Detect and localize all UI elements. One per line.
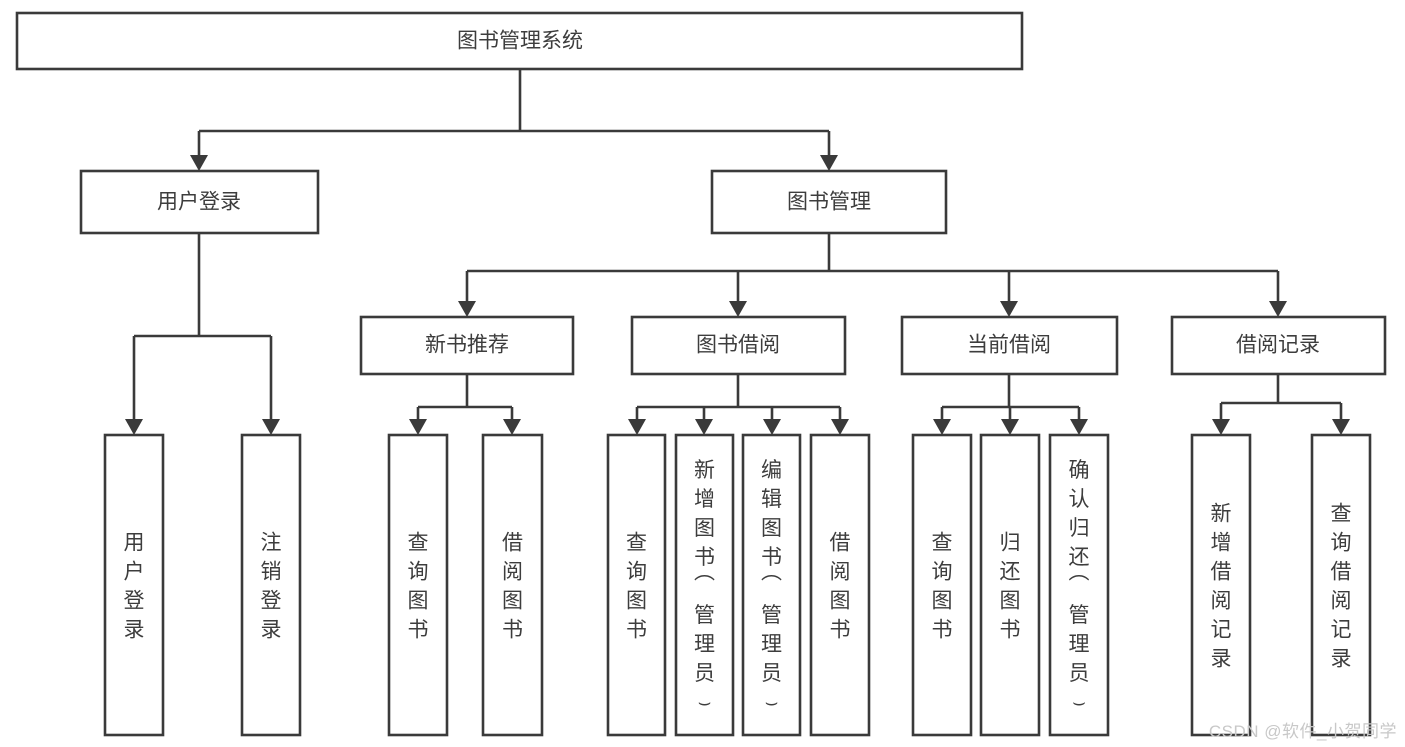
- node-book-borrow-label: 图书借阅: [696, 334, 780, 357]
- node-leaf-add-book[interactable]: 新增图书⌒管理员⌣: [674, 433, 735, 737]
- node-new-book-rec[interactable]: 新书推荐: [359, 315, 575, 376]
- node-leaf-query-record-box[interactable]: [1310, 433, 1372, 737]
- node-new-book-rec-box[interactable]: [359, 315, 575, 376]
- node-current-borrow-label: 当前借阅: [967, 334, 1051, 357]
- connector-group-borrow-record-children: [1212, 374, 1350, 435]
- node-leaf-query-book-cb-label: 查询图书: [932, 532, 953, 642]
- node-leaf-add-record-label: 新增借阅记录: [1211, 503, 1232, 671]
- node-root-label: 图书管理系统: [457, 30, 583, 53]
- node-leaf-query-book-cb[interactable]: 查询图书: [911, 433, 973, 737]
- csdn-watermark: CSDN @软件_小贺同学: [1208, 722, 1397, 741]
- node-user-login[interactable]: 用户登录: [79, 169, 320, 235]
- arrow-leaf-return-book: [1001, 419, 1019, 435]
- node-current-borrow-box[interactable]: [900, 315, 1119, 376]
- node-leaf-return-book-label: 归还图书: [1000, 532, 1021, 642]
- node-leaf-borrow-book-rec[interactable]: 借阅图书: [481, 433, 544, 737]
- arrow-to-book-manage: [820, 155, 838, 171]
- leaf-node-layer: 用户登录 注销登录 查询图书 借阅图书 查询图书 新增图书⌒管理员⌣ 编辑图书⌒管理员⌣ 借阅…: [103, 433, 1372, 737]
- arrow-new-book-rec: [458, 301, 476, 317]
- node-leaf-borrow-book-bb[interactable]: 借阅图书: [809, 433, 871, 737]
- connector-group-new-book-rec-children: [409, 374, 521, 435]
- node-leaf-user-logout[interactable]: 注销登录: [240, 433, 302, 737]
- node-leaf-edit-book[interactable]: 编辑图书⌒管理员⌣: [741, 433, 802, 737]
- node-leaf-confirm-return[interactable]: 确认归还⌒管理员⌣: [1048, 433, 1110, 737]
- node-leaf-add-book-label: 新增图书⌒管理员⌣: [694, 459, 715, 714]
- arrow-leaf-borrow-book-bb: [831, 419, 849, 435]
- node-root[interactable]: 图书管理系统: [15, 11, 1024, 71]
- node-leaf-add-record[interactable]: 新增借阅记录: [1190, 433, 1252, 737]
- connector-group-current-borrow-children: [933, 374, 1088, 435]
- node-leaf-user-logout-label: 注销登录: [261, 532, 282, 642]
- arrow-leaf-query-book-cb: [933, 419, 951, 435]
- node-leaf-query-book-rec-box[interactable]: [387, 433, 449, 737]
- connector-group-user-login-children: [125, 233, 280, 435]
- node-user-login-label: 用户登录: [157, 191, 241, 214]
- node-user-login-box[interactable]: [79, 169, 320, 235]
- arrow-leaf-add-record: [1212, 419, 1230, 435]
- node-leaf-add-book-box[interactable]: [674, 433, 735, 737]
- node-leaf-borrow-book-bb-box[interactable]: [809, 433, 871, 737]
- node-leaf-borrow-book-rec-box[interactable]: [481, 433, 544, 737]
- connector-group-root-to-level2: [190, 69, 838, 171]
- arrow-leaf-edit-book: [763, 419, 781, 435]
- node-book-manage-label: 图书管理: [787, 191, 871, 214]
- node-leaf-user-login-label: 用户登录: [124, 532, 145, 642]
- arrow-to-user-login: [190, 155, 208, 171]
- node-leaf-borrow-book-rec-label: 借阅图书: [502, 532, 523, 642]
- node-leaf-user-login[interactable]: 用户登录: [103, 433, 165, 737]
- arrow-leaf-confirm-return: [1070, 419, 1088, 435]
- node-leaf-query-book-rec[interactable]: 查询图书: [387, 433, 449, 737]
- node-leaf-edit-book-label: 编辑图书⌒管理员⌣: [761, 459, 782, 714]
- arrow-leaf-borrow-book-rec: [503, 419, 521, 435]
- node-leaf-confirm-return-box[interactable]: [1048, 433, 1110, 737]
- node-leaf-query-book-bb[interactable]: 查询图书: [606, 433, 667, 737]
- arrow-leaf-user-login: [125, 419, 143, 435]
- node-new-book-rec-label: 新书推荐: [425, 334, 509, 357]
- node-book-borrow[interactable]: 图书借阅: [630, 315, 847, 376]
- connector-group-book-manage-children: [458, 233, 1287, 317]
- node-leaf-edit-book-box[interactable]: [741, 433, 802, 737]
- arrow-leaf-user-logout: [262, 419, 280, 435]
- node-borrow-record-box[interactable]: [1170, 315, 1387, 376]
- connector-group-book-borrow-children: [628, 374, 849, 435]
- node-leaf-return-book-box[interactable]: [979, 433, 1041, 737]
- arrow-leaf-add-book: [695, 419, 713, 435]
- arrow-leaf-query-book-bb: [628, 419, 646, 435]
- node-leaf-user-logout-box[interactable]: [240, 433, 302, 737]
- node-leaf-query-book-cb-box[interactable]: [911, 433, 973, 737]
- node-leaf-confirm-return-label: 确认归还⌒管理员⌣: [1069, 459, 1090, 714]
- arrow-leaf-query-record: [1332, 419, 1350, 435]
- node-leaf-query-record[interactable]: 查询借阅记录: [1310, 433, 1372, 737]
- node-current-borrow[interactable]: 当前借阅: [900, 315, 1119, 376]
- node-root-box[interactable]: [15, 11, 1024, 71]
- node-leaf-query-record-label: 查询借阅记录: [1331, 503, 1352, 671]
- node-borrow-record[interactable]: 借阅记录: [1170, 315, 1387, 376]
- node-book-manage[interactable]: 图书管理: [710, 169, 948, 235]
- node-book-manage-box[interactable]: [710, 169, 948, 235]
- arrow-current-borrow: [1000, 301, 1018, 317]
- node-leaf-query-book-rec-label: 查询图书: [408, 532, 429, 642]
- arrow-borrow-record: [1269, 301, 1287, 317]
- node-leaf-borrow-book-bb-label: 借阅图书: [830, 532, 851, 642]
- arrow-book-borrow: [729, 301, 747, 317]
- node-book-borrow-box[interactable]: [630, 315, 847, 376]
- node-leaf-query-book-bb-label: 查询图书: [626, 532, 647, 642]
- arrow-leaf-query-book-rec: [409, 419, 427, 435]
- node-leaf-return-book[interactable]: 归还图书: [979, 433, 1041, 737]
- node-leaf-add-record-box[interactable]: [1190, 433, 1252, 737]
- node-borrow-record-label: 借阅记录: [1236, 334, 1320, 357]
- node-leaf-query-book-bb-box[interactable]: [606, 433, 667, 737]
- node-leaf-user-login-box[interactable]: [103, 433, 165, 737]
